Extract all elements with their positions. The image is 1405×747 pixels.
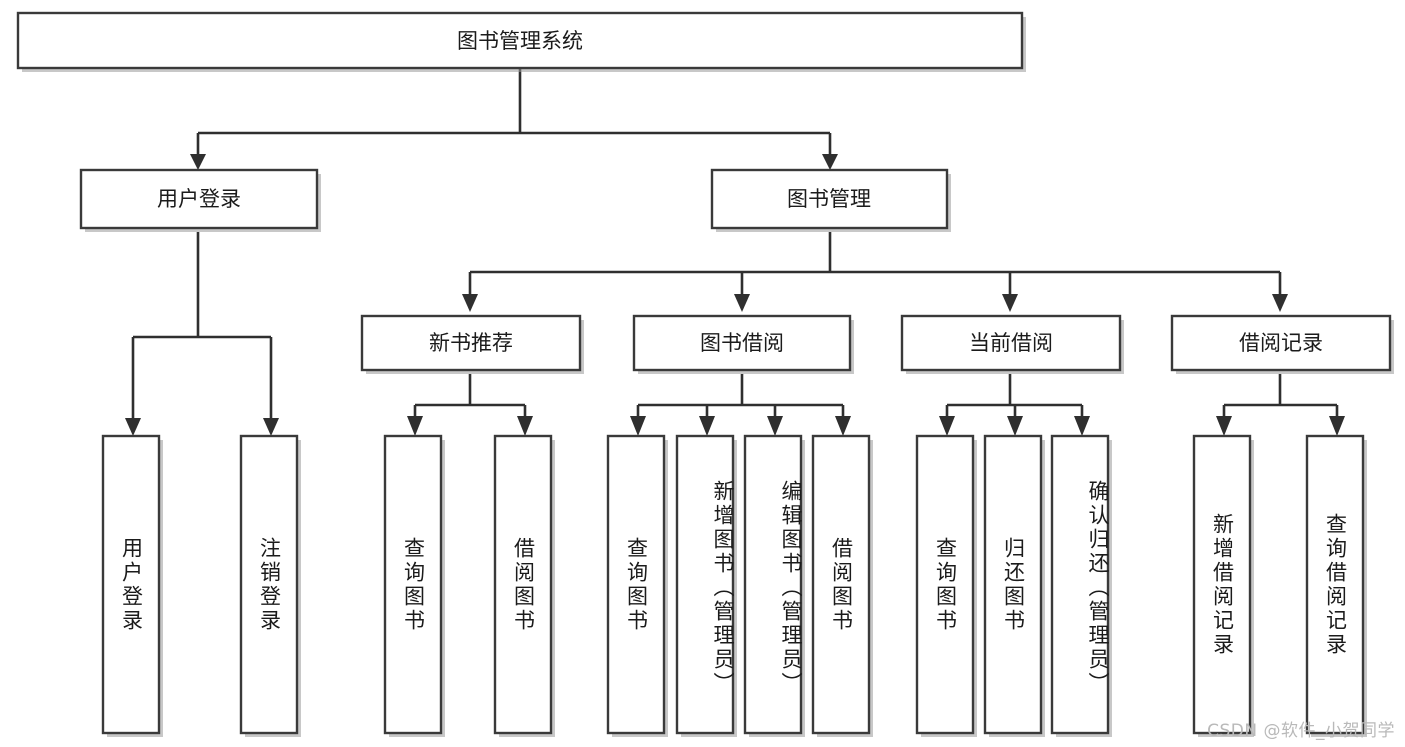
node-new-book-recommend[interactable]: 新书推荐 bbox=[360, 314, 584, 374]
node-current-borrow-label: 当前借阅 bbox=[969, 331, 1053, 355]
leaf-book-borrow-2[interactable] bbox=[743, 434, 805, 737]
leaf-book-borrow-0[interactable] bbox=[606, 434, 668, 737]
arrow-borrow-leaf1 bbox=[630, 416, 646, 436]
node-new-book-recommend-rect bbox=[360, 314, 582, 372]
arrow-record-leaf2 bbox=[1329, 416, 1345, 436]
node-root-rect bbox=[16, 11, 1024, 70]
node-book-management[interactable]: 图书管理 bbox=[710, 168, 951, 232]
arrow-current-leaf2 bbox=[1007, 416, 1023, 436]
node-book-management-label: 图书管理 bbox=[787, 187, 871, 211]
arrow-user-login-leaf1 bbox=[125, 418, 141, 436]
leaf-book-borrow-0-rect bbox=[606, 434, 666, 735]
arrow-borrow-leaf4 bbox=[835, 416, 851, 436]
leaf-borrow-record-1-rect bbox=[1305, 434, 1365, 735]
leaf-current-borrow-2[interactable] bbox=[1050, 434, 1112, 737]
leaf-user-login-0[interactable] bbox=[101, 434, 163, 737]
leaf-book-borrow-3[interactable] bbox=[811, 434, 873, 737]
leaf-current-borrow-0-rect bbox=[915, 434, 975, 735]
arrow-user-login-leaf2 bbox=[263, 418, 279, 436]
connector-group bbox=[125, 68, 1345, 436]
leaf-current-borrow-0[interactable] bbox=[915, 434, 977, 737]
arrow-borrow-leaf3 bbox=[767, 416, 783, 436]
leaf-new-book-0[interactable] bbox=[383, 434, 445, 737]
leaf-current-borrow-1-rect bbox=[983, 434, 1043, 735]
node-current-borrow-rect bbox=[900, 314, 1122, 372]
arrow-book-mgmt-to-borrow bbox=[734, 294, 750, 312]
node-book-management-rect bbox=[710, 168, 949, 230]
node-root-label: 图书管理系统 bbox=[457, 29, 583, 53]
node-borrow-record-label: 借阅记录 bbox=[1239, 331, 1323, 355]
arrow-book-mgmt-to-record bbox=[1272, 294, 1288, 312]
arrow-new-leaf1 bbox=[407, 416, 423, 436]
node-current-borrow[interactable]: 当前借阅 bbox=[900, 314, 1124, 374]
leaf-current-borrow-1[interactable] bbox=[983, 434, 1045, 737]
node-root[interactable]: 图书管理系统 bbox=[16, 11, 1026, 72]
node-book-borrow-label: 图书借阅 bbox=[700, 331, 784, 355]
node-borrow-record-rect bbox=[1170, 314, 1392, 372]
leaf-user-login-0-rect bbox=[101, 434, 161, 735]
leaf-book-borrow-3-rect bbox=[811, 434, 871, 735]
node-new-book-recommend-label: 新书推荐 bbox=[429, 331, 513, 355]
leaf-borrow-record-0-rect bbox=[1192, 434, 1252, 735]
leaf-borrow-record-1[interactable] bbox=[1305, 434, 1367, 737]
leaf-book-borrow-1-rect bbox=[675, 434, 735, 735]
arrow-record-leaf1 bbox=[1216, 416, 1232, 436]
watermark-label: CSDN @软件_小贺同学 bbox=[1207, 721, 1395, 741]
leaf-new-book-1-rect bbox=[493, 434, 553, 735]
arrow-book-mgmt-to-new bbox=[462, 294, 478, 312]
node-user-login[interactable]: 用户登录 bbox=[79, 168, 321, 232]
node-book-borrow-rect bbox=[632, 314, 852, 372]
leaf-user-login-1[interactable] bbox=[239, 434, 301, 737]
leaf-book-borrow-1[interactable] bbox=[675, 434, 737, 737]
node-user-login-label: 用户登录 bbox=[157, 187, 241, 211]
arrow-book-mgmt-to-current bbox=[1002, 294, 1018, 312]
arrow-new-leaf2 bbox=[517, 416, 533, 436]
leaf-user-login-1-rect bbox=[239, 434, 299, 735]
leaf-new-book-0-rect bbox=[383, 434, 443, 735]
leaf-book-borrow-2-rect bbox=[743, 434, 803, 735]
arrow-current-leaf3 bbox=[1074, 416, 1090, 436]
arrow-current-leaf1 bbox=[939, 416, 955, 436]
leaf-current-borrow-2-rect bbox=[1050, 434, 1110, 735]
leaf-new-book-1[interactable] bbox=[493, 434, 555, 737]
node-user-login-rect bbox=[79, 168, 319, 230]
arrow-root-to-book-mgmt bbox=[822, 154, 838, 170]
node-borrow-record[interactable]: 借阅记录 bbox=[1170, 314, 1394, 374]
leaf-borrow-record-0[interactable] bbox=[1192, 434, 1254, 737]
arrow-borrow-leaf2 bbox=[699, 416, 715, 436]
arrow-root-to-user-login bbox=[190, 154, 206, 170]
node-book-borrow[interactable]: 图书借阅 bbox=[632, 314, 854, 374]
